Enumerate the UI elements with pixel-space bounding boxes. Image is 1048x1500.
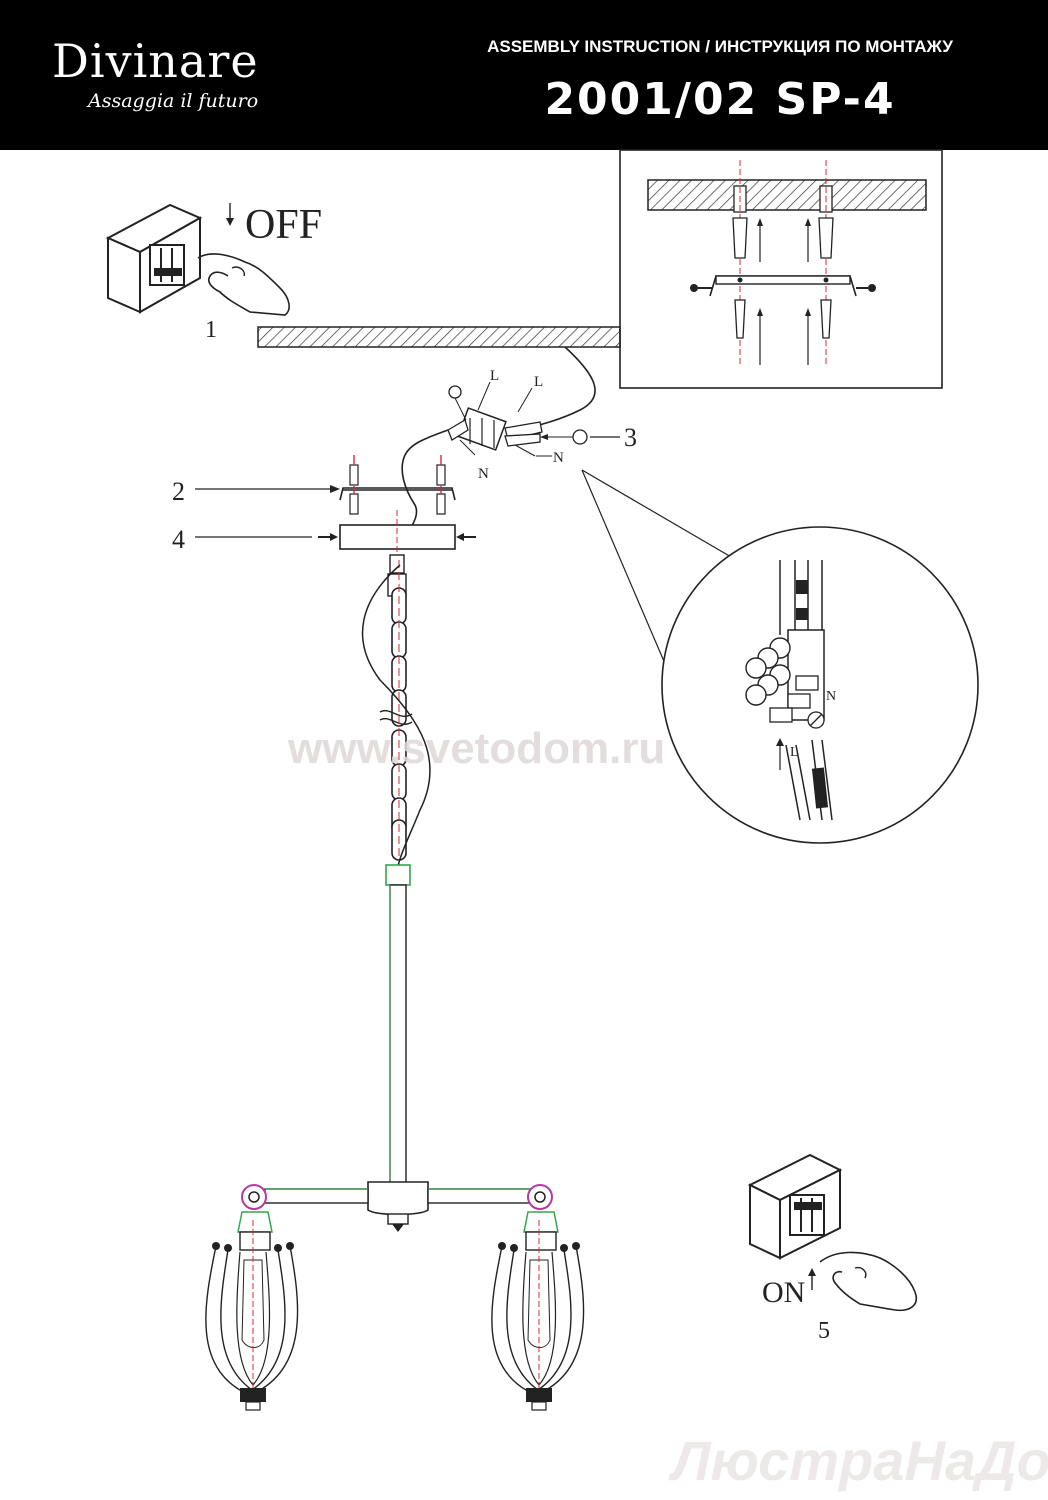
wall-switch-on xyxy=(747,1153,843,1260)
detail-neutral-label: N xyxy=(826,689,836,704)
instruction-title: ASSEMBLY INSTRUCTION / ИНСТРУКЦИЯ ПО МОН… xyxy=(487,37,953,56)
hand-icon-on xyxy=(819,1251,917,1312)
header-bar: Divinare Assaggia il futuro ASSEMBLY INS… xyxy=(0,0,1048,150)
mounting-bracket xyxy=(339,455,456,515)
live-wire-label-2: L xyxy=(534,374,543,390)
cage-lamp-right xyxy=(491,1211,585,1411)
lamp-stem xyxy=(385,864,411,1186)
terminal-block xyxy=(447,381,588,457)
arrow-down-icon xyxy=(226,203,234,226)
wiring-detail-magnifier xyxy=(661,526,979,844)
step-4-label: 4 xyxy=(172,525,185,554)
ceiling-slab xyxy=(257,326,621,348)
step-1-label: 1 xyxy=(205,317,217,343)
neutral-wire-label-1: N xyxy=(478,466,489,482)
wall-switch-off xyxy=(105,203,203,314)
step-2-label: 2 xyxy=(172,477,185,506)
brand-tagline: Assaggia il futuro xyxy=(88,90,259,112)
live-wire-label-1: L xyxy=(490,368,499,384)
neutral-wire-label-2: N xyxy=(553,450,564,466)
step-3-label: 3 xyxy=(624,423,637,452)
canopy xyxy=(318,510,476,560)
lamp-hub xyxy=(241,1181,553,1232)
site-watermark: www.svetodom.ru xyxy=(287,724,665,773)
cage-lamp-left xyxy=(205,1211,299,1411)
hand-icon xyxy=(197,253,290,316)
shop-watermark: ЛюстраНаДом xyxy=(668,1429,1048,1492)
on-label: ON xyxy=(762,1276,805,1309)
canopy-wire xyxy=(401,429,449,541)
arrow-up-icon xyxy=(808,1268,816,1290)
detail-live-label: L xyxy=(790,745,799,760)
step-5-label: 5 xyxy=(818,1318,830,1344)
brand-logo: Divinare xyxy=(52,34,259,88)
model-number: 2001/02 SP-4 xyxy=(544,74,896,125)
mounting-inset xyxy=(619,149,943,389)
off-label: OFF xyxy=(245,202,322,248)
power-cord xyxy=(361,564,431,867)
